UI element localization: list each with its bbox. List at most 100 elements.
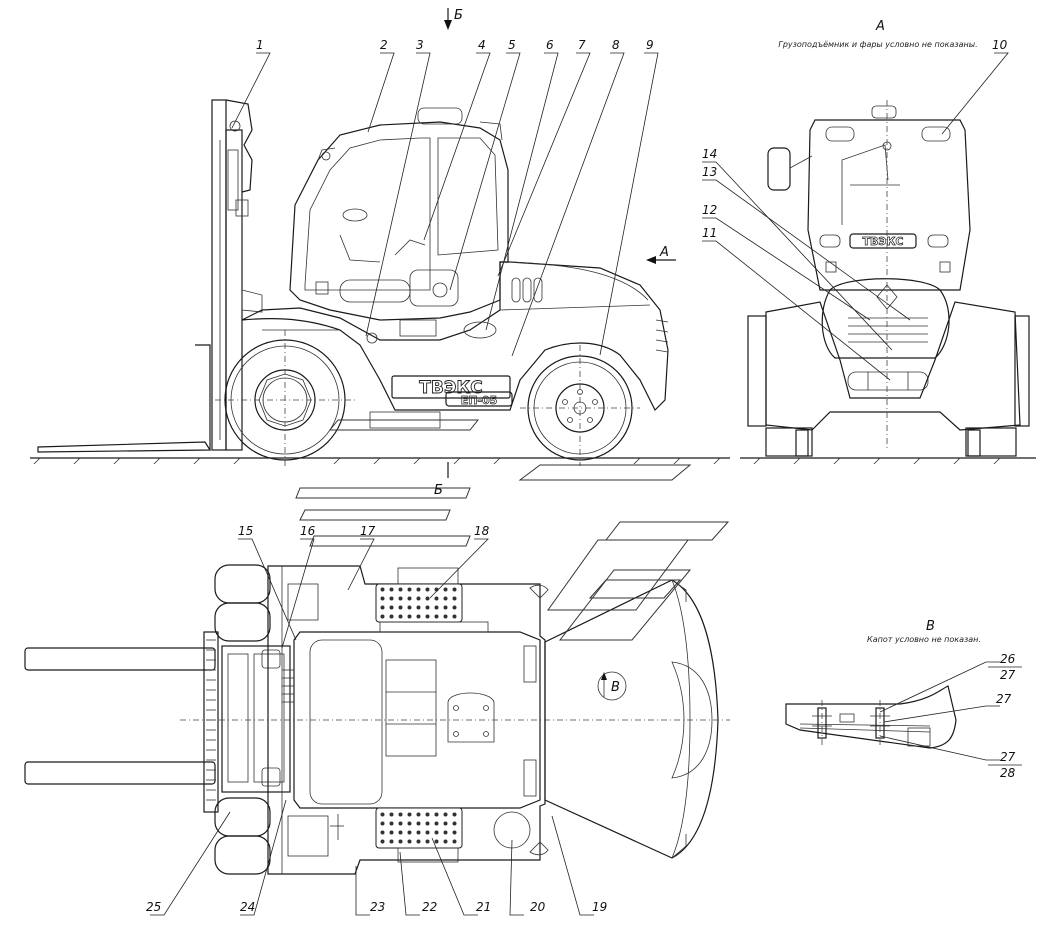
front-wheel-side <box>215 330 355 466</box>
chassis-top <box>267 565 546 875</box>
side-box-bottom <box>287 815 329 857</box>
callout-14: 14 <box>702 147 717 161</box>
side-logo-plate <box>391 375 511 399</box>
callout-25: 25 <box>146 900 161 914</box>
callout-6: 6 <box>546 38 554 52</box>
view-a-arrowhead <box>646 256 656 264</box>
direction-chevrons <box>295 419 730 641</box>
fork-top-lower <box>24 761 216 785</box>
callout-21: 21 <box>476 900 491 914</box>
mast-top-frame <box>221 645 291 793</box>
cab-frame <box>289 121 509 321</box>
callout-28: 28 <box>1000 766 1016 780</box>
rear-wheel-bottom-right <box>965 427 1017 457</box>
mast-outer <box>211 99 227 451</box>
callout-19: 19 <box>592 900 607 914</box>
carriage-plate <box>203 631 219 813</box>
hood-line <box>509 261 649 301</box>
hood-vents <box>511 277 543 303</box>
callout-13: 13 <box>702 165 717 179</box>
leader-lines <box>150 52 1022 916</box>
step-top-mount <box>397 567 459 585</box>
detail-bracket <box>785 685 957 749</box>
tilt-mount <box>241 289 263 313</box>
detail-block <box>907 727 931 747</box>
callout-23: 23 <box>370 900 385 914</box>
callout-5: 5 <box>508 38 516 52</box>
rear-mirror <box>767 147 791 191</box>
callout-11: 11 <box>702 226 717 240</box>
mirror-side <box>317 147 336 161</box>
callout-15: 15 <box>238 524 253 538</box>
step-bottom-mount <box>397 847 459 863</box>
rear-logo: ТВЭКС <box>862 235 903 248</box>
callout-numbers: 1 2 3 4 5 6 7 8 9 10 11 12 13 14 15 16 1… <box>146 38 1016 914</box>
rear-grille-side <box>655 319 669 353</box>
mast-chain <box>282 669 294 703</box>
tank-cap <box>463 321 497 339</box>
section-b-bottom-label: Б <box>434 483 443 498</box>
view-b-note: Капот условно не показан. <box>867 635 981 644</box>
side-indicator <box>315 281 329 295</box>
side-step-panel <box>339 279 411 303</box>
chain-pulley <box>229 120 241 132</box>
roof-hatch <box>309 639 383 805</box>
callout-9: 9 <box>646 38 654 52</box>
rear-cab <box>807 119 971 291</box>
callout-22: 22 <box>422 900 437 914</box>
rear-grille <box>848 317 928 343</box>
rear-light-right <box>921 126 951 142</box>
side-box-top <box>287 583 319 621</box>
rear-wheel-side <box>520 345 640 466</box>
callout-18: 18 <box>474 524 490 538</box>
front-tire-bottom-outer <box>214 835 271 875</box>
rear-view-a: A Грузоподъёмник и фары условно не показ… <box>740 19 1036 465</box>
callout-3: 3 <box>416 38 424 52</box>
callout-10: 10 <box>992 38 1008 52</box>
callout-24: 24 <box>240 900 255 914</box>
side-logo: ТВЭКС <box>419 378 482 398</box>
view-b-title: В <box>926 619 935 634</box>
callout-8: 8 <box>612 38 620 52</box>
roof-panel <box>385 659 437 757</box>
view-b-marker-circle <box>597 671 627 701</box>
side-view: ТВЭКС ЕП-05 A <box>30 8 730 498</box>
callout-7: 7 <box>578 38 586 52</box>
front-tire-bottom-inner <box>214 797 271 837</box>
hydraulic-block <box>399 319 437 337</box>
rear-tire-right <box>1014 315 1030 427</box>
exhaust-stack <box>417 107 463 125</box>
view-a-note: Грузоподъёмник и фары условно не показан… <box>778 40 977 49</box>
callout-1: 1 <box>256 38 264 52</box>
front-tire-top-outer <box>214 564 271 604</box>
hood-rear-cap <box>671 661 713 779</box>
cab-door-window <box>437 137 499 256</box>
mast-top-pulley <box>225 99 253 193</box>
rear-wheel-bottom-left <box>765 427 813 457</box>
cab-roof <box>293 631 541 809</box>
step-top <box>375 583 463 623</box>
callout-4: 4 <box>478 38 486 52</box>
rear-exhaust <box>871 105 897 119</box>
seat-side <box>394 239 426 256</box>
tow-pin-slot <box>847 371 929 391</box>
section-b-top-label: Б <box>454 8 463 23</box>
callout-20: 20 <box>530 900 546 914</box>
side-model: ЕП-05 <box>461 394 498 407</box>
fork-top-upper <box>24 647 216 671</box>
view-b-marker: В <box>611 680 620 695</box>
cab-front-window <box>304 137 431 291</box>
callout-12: 12 <box>702 203 717 217</box>
rear-light-left <box>825 126 855 142</box>
top-view: В <box>24 564 730 875</box>
engine-hood-top <box>544 579 719 859</box>
view-a-title: A <box>875 19 885 34</box>
callout-27c: 27 <box>1000 750 1016 764</box>
ground-hatch <box>33 457 721 465</box>
front-tire-top-inner <box>214 602 271 642</box>
fork-shank <box>195 344 211 450</box>
detail-view-b: В Капот условно не показан. <box>785 619 981 749</box>
callout-16: 16 <box>300 524 316 538</box>
callout-2: 2 <box>380 38 388 52</box>
